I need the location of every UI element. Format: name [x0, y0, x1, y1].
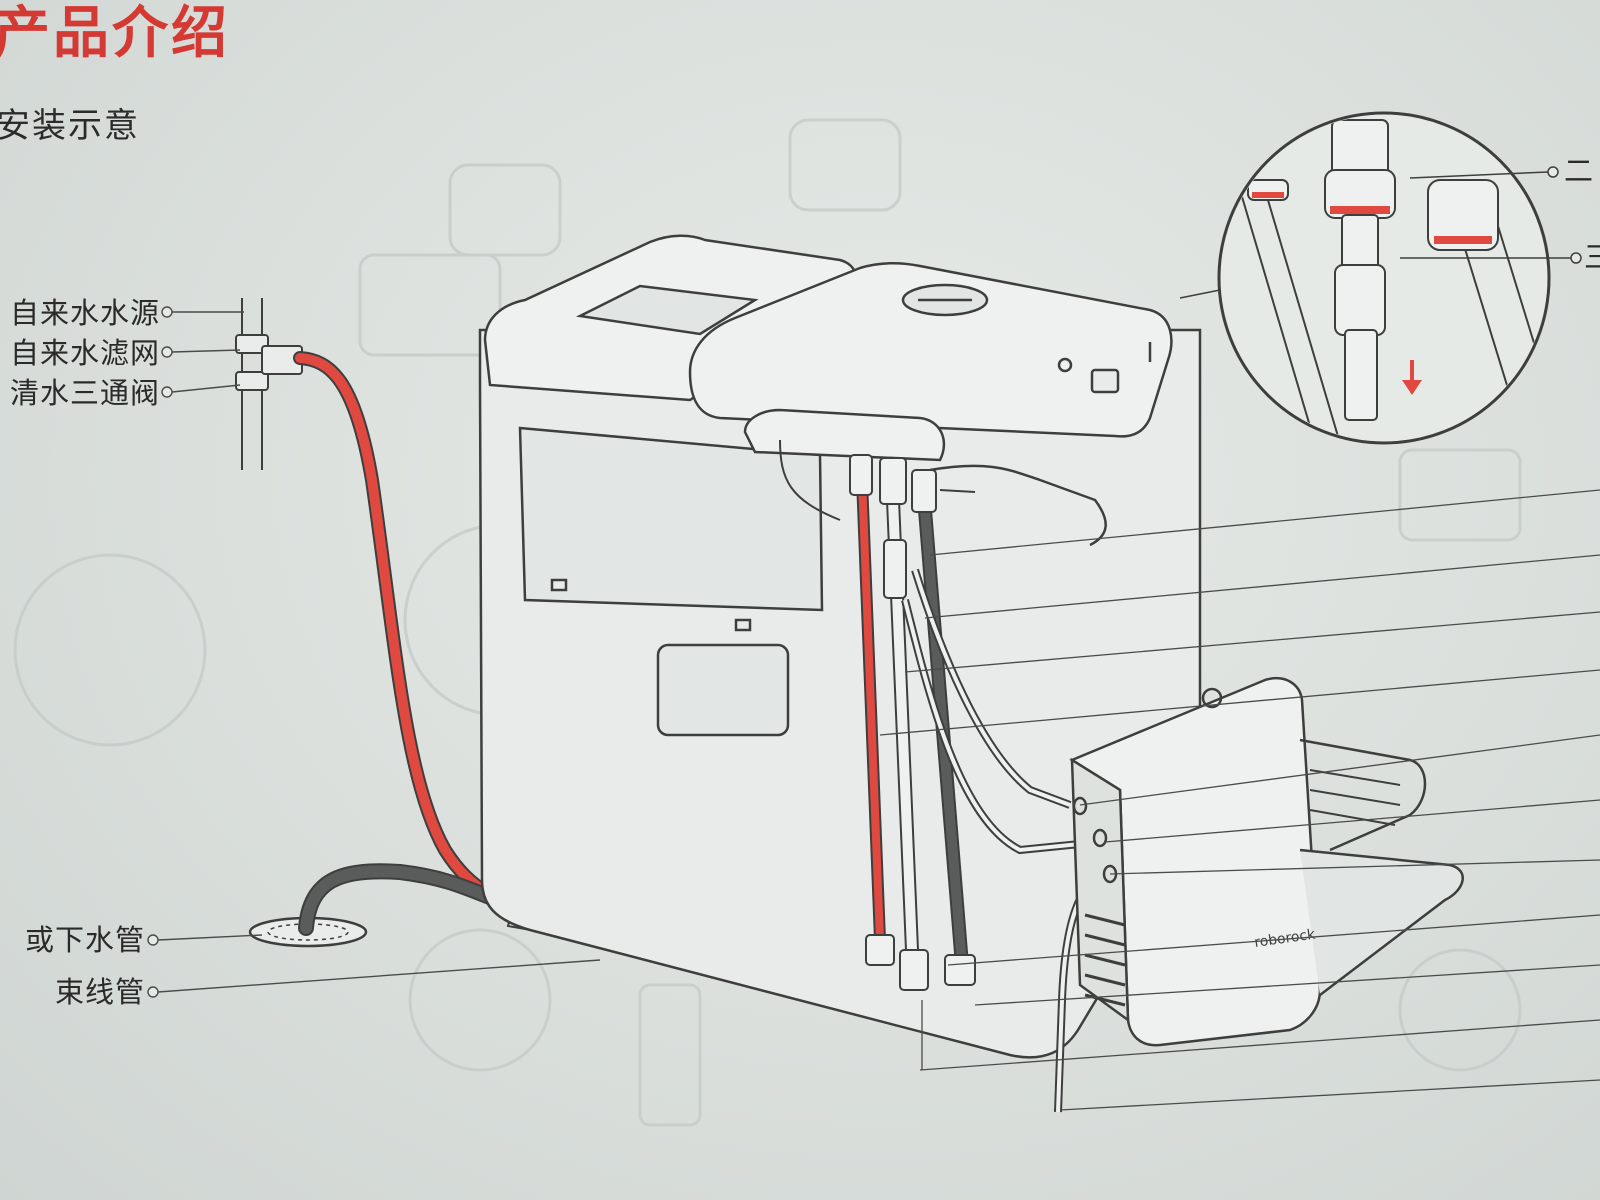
- base-station-body: [478, 234, 1202, 1059]
- detail-callout: [1179, 111, 1582, 445]
- rear-pipes: [779, 439, 976, 991]
- dock-station: [1069, 677, 1464, 1047]
- section-title: 安装示意: [0, 106, 140, 146]
- label-tap-water-filter: 自来水滤网: [9, 336, 160, 370]
- label-tap-water-source: 自来水水源: [9, 296, 160, 330]
- detail-label-bottom: 三: [1584, 240, 1600, 274]
- left-callout-lines: [147, 306, 601, 998]
- label-cable-sleeve: 束线管: [54, 975, 145, 1009]
- detail-label-top: 二: [1564, 154, 1595, 188]
- page-title: 产品介绍: [0, 1, 230, 66]
- wall-water-pipe: [235, 298, 303, 470]
- right-callout-lines: [879, 489, 1600, 1111]
- label-drain-pipe: 或下水管: [24, 923, 145, 957]
- label-clean-water-valve: 清水三通阀: [9, 376, 160, 410]
